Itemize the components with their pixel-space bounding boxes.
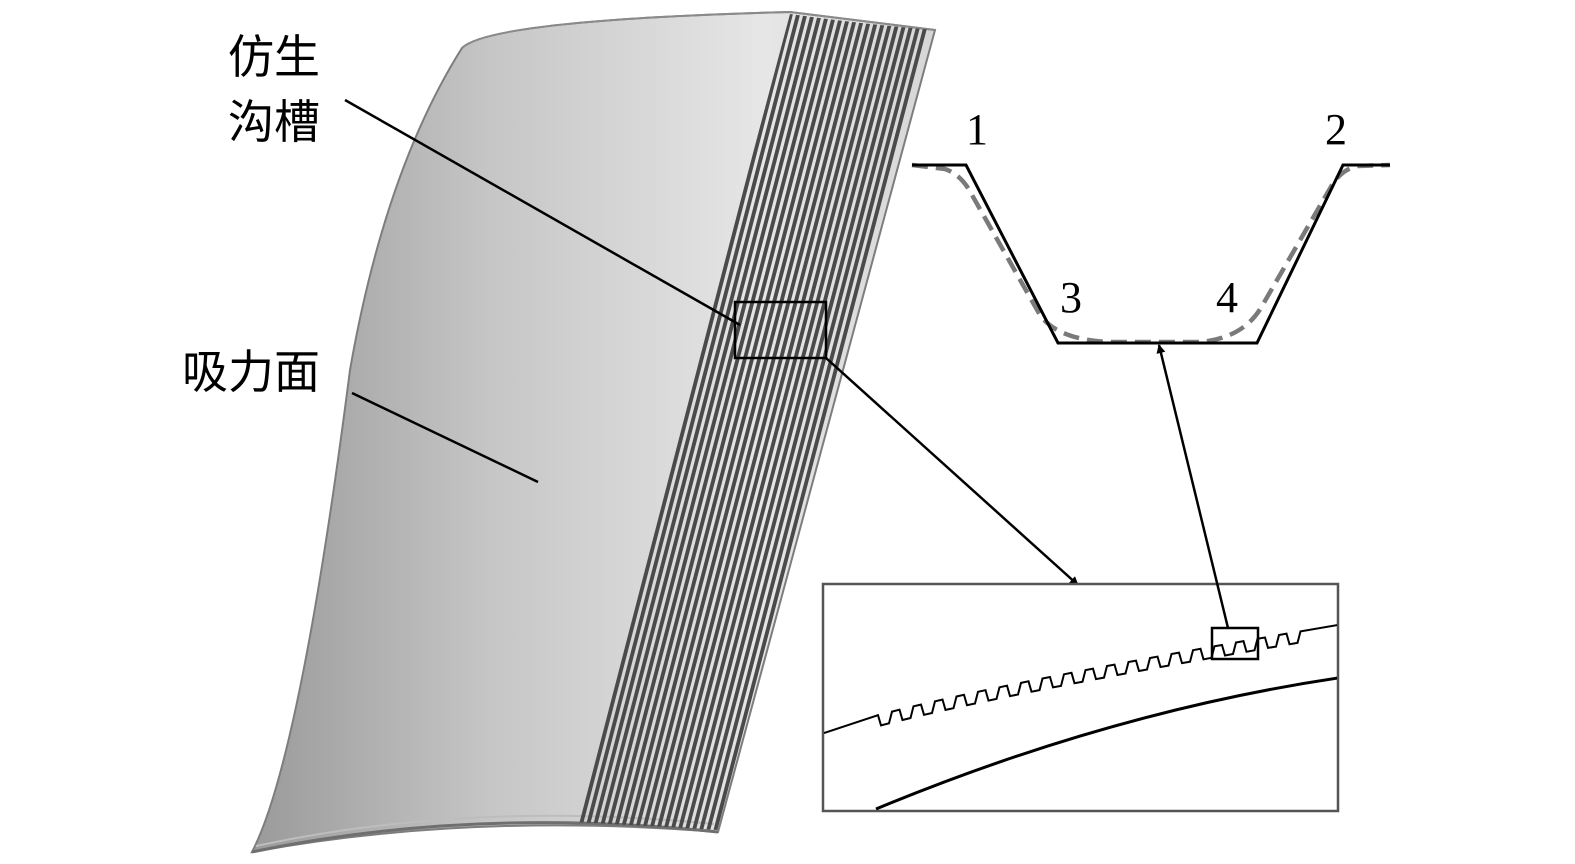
profile-point-2: 2 [1325, 105, 1347, 154]
groove-stripe [617, 14, 838, 830]
groove-stripe [625, 14, 845, 830]
groove-stripe [653, 14, 874, 830]
groove-stripe [582, 14, 802, 830]
detail-arrow [1156, 344, 1230, 629]
groove-profile-solid [912, 163, 1390, 345]
groove-stripe [646, 14, 867, 830]
groove-stripes [575, 14, 932, 830]
suction-surface-label: 吸力面 [182, 345, 320, 399]
groove-stripe [632, 14, 852, 830]
profile-point-1: 1 [966, 105, 988, 154]
blade-bottom-edge [251, 821, 719, 854]
groove-stripe [710, 14, 932, 830]
profile-point-3: 3 [1060, 273, 1082, 322]
zoom-selection-box [733, 300, 828, 360]
groove-leader-line [344, 98, 741, 327]
profile-point-4: 4 [1216, 273, 1238, 322]
zoom-arrow [825, 357, 1079, 586]
groove-stripe [575, 14, 794, 830]
blade-top-edge [461, 10, 936, 49]
groove-stripe [703, 14, 925, 830]
groove-profile-dashed [911, 162, 1391, 345]
groove-selection-box [1210, 626, 1260, 661]
groove-stripe [610, 14, 831, 830]
groove-stripe [589, 14, 809, 830]
pressure-surface-curve [875, 676, 1337, 810]
zoom-view [821, 582, 1340, 813]
groove-stripe [667, 14, 889, 830]
groove-stripe [639, 14, 860, 830]
grooved-surface-curve [824, 624, 1337, 734]
zoom-view-frame [821, 582, 1340, 813]
bionic-groove-label-line1: 仿生 [228, 30, 320, 84]
groove-stripe [696, 14, 918, 830]
groove-stripe [603, 14, 823, 830]
suction-leader-line [351, 391, 539, 484]
groove-profile-detail [911, 162, 1391, 345]
bionic-groove-label-line2: 沟槽 [228, 95, 320, 149]
groove-stripe [596, 14, 816, 830]
groove-stripe [660, 14, 881, 830]
groove-stripe [675, 14, 896, 830]
groove-stripe [689, 14, 910, 830]
groove-stripe [682, 14, 903, 830]
